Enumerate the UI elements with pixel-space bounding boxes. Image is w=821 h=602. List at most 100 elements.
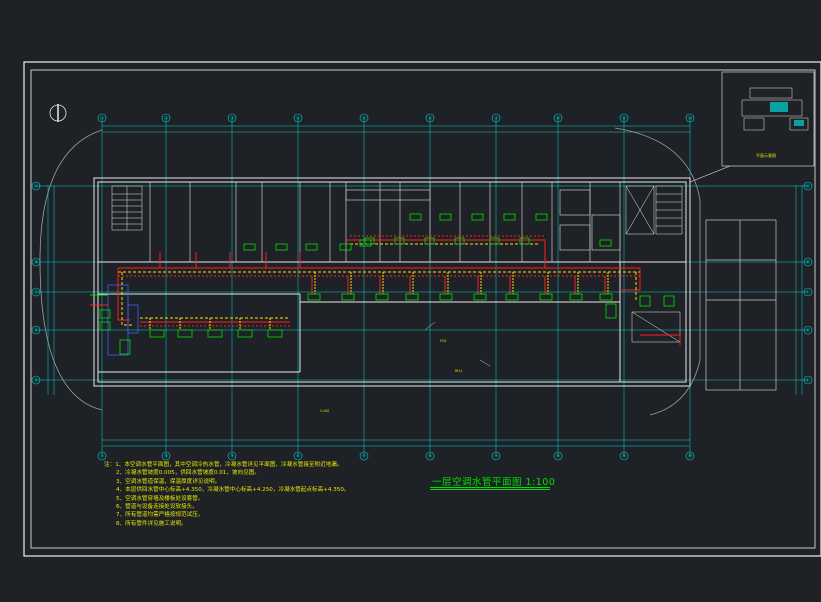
fan-coil-unit-icon — [275, 243, 288, 251]
fan-coil-unit-icon — [539, 293, 553, 301]
fan-coil-unit-icon — [99, 309, 111, 319]
fan-coil-unit-icon — [599, 293, 613, 301]
axis-bubble: ③ — [227, 113, 237, 123]
axis-bubble: ⑥ — [425, 113, 435, 123]
axis-bubble: Ⓔ — [31, 375, 41, 385]
fan-coil-unit-icon — [375, 293, 389, 301]
svg-text:RH-1: RH-1 — [455, 369, 463, 373]
room-box — [559, 189, 591, 216]
fan-coil-unit-icon — [424, 237, 435, 245]
note-line: 7、所有管道均需严格按规范试压。 — [116, 512, 204, 519]
fan-coil-unit-icon — [405, 293, 419, 301]
fan-coil-unit-icon — [149, 329, 165, 338]
axis-bubble: ④ — [293, 113, 303, 123]
fan-coil-unit-icon — [267, 329, 283, 338]
axis-bubble: ⑨ — [619, 113, 629, 123]
svg-text:⑦: ⑦ — [494, 116, 498, 122]
title-underline — [430, 487, 550, 488]
fan-coil-unit-icon — [605, 303, 617, 319]
stair-left — [111, 185, 143, 231]
room-box — [591, 214, 621, 251]
axis-bubble: ⑨ — [619, 451, 629, 461]
fan-coil-unit-icon — [454, 237, 465, 245]
axis-bubble: Ⓒ — [803, 287, 813, 297]
pipe-run — [117, 268, 130, 321]
curved-wall-left — [39, 129, 103, 411]
axis-bubble: ⑦ — [491, 113, 501, 123]
pipe-run — [121, 272, 134, 326]
fan-coil-unit-icon — [471, 213, 484, 221]
equipment-tags: FCU RH-1 1:100 — [320, 339, 463, 413]
fan-coil-unit-icon — [339, 243, 352, 251]
axis-bubble: Ⓓ — [803, 325, 813, 335]
fan-coil-unit-icon — [569, 293, 583, 301]
axis-bubble: ⑩ — [685, 451, 695, 461]
axis-bubble: ② — [161, 451, 171, 461]
svg-text:Ⓓ: Ⓓ — [806, 327, 811, 334]
axis-bubble: ④ — [293, 451, 303, 461]
axis-bubble: Ⓑ — [803, 257, 813, 267]
building-walls — [93, 177, 691, 387]
svg-text:①: ① — [100, 454, 104, 460]
note-line: 2、冷凝水管坡度0.005，供回水管坡度0.01，坡向见图。 — [116, 470, 260, 477]
fan-coil-unit-icon — [364, 237, 375, 245]
axis-bubble: ⑥ — [425, 451, 435, 461]
fan-coil-unit-icon — [639, 295, 651, 307]
svg-text:Ⓒ: Ⓒ — [34, 289, 39, 296]
room-box — [345, 189, 431, 201]
annex-building — [705, 219, 777, 391]
room-box — [559, 224, 591, 251]
svg-text:⑩: ⑩ — [688, 454, 692, 460]
axis-bubble: Ⓐ — [803, 181, 813, 191]
pipe-run — [640, 334, 681, 345]
fan-coil-unit-icon — [207, 329, 223, 338]
general-notes: 注：1、本空调水管平面图，其中空调冷热水管，冷凝水管详见平面图，冷凝水管接至附近… — [104, 461, 349, 528]
fan-coil-unit-icon — [663, 295, 675, 307]
svg-text:④: ④ — [296, 454, 300, 460]
fan-coil-unit-icon — [243, 243, 256, 251]
svg-text:⑩: ⑩ — [688, 116, 692, 122]
axis-bubble: Ⓑ — [31, 257, 41, 267]
hvac-pipes — [90, 235, 681, 345]
axis-bubble: ② — [161, 113, 171, 123]
axis-bubble: ① — [97, 113, 107, 123]
title-underline-2 — [430, 489, 550, 490]
fan-coil-units — [99, 213, 675, 355]
axis-bubble: ⑩ — [685, 113, 695, 123]
drawing-title: 一层空调水管平面图 1:100 — [432, 477, 556, 488]
svg-text:⑤: ⑤ — [362, 454, 366, 460]
svg-text:②: ② — [164, 116, 168, 122]
fan-coil-unit-icon — [505, 293, 519, 301]
fan-coil-unit-icon — [519, 237, 530, 245]
svg-text:FCU: FCU — [440, 339, 447, 343]
svg-text:1:100: 1:100 — [320, 409, 329, 413]
svg-text:⑨: ⑨ — [622, 116, 626, 122]
pipe-run — [620, 268, 641, 291]
svg-text:①: ① — [100, 116, 104, 122]
fan-coil-unit-icon — [394, 237, 405, 245]
fan-coil-unit-icon — [535, 213, 548, 221]
svg-text:③: ③ — [230, 454, 234, 460]
corridor-markers — [424, 321, 491, 367]
axis-bubble: ⑤ — [359, 113, 369, 123]
fan-coil-unit-icon — [439, 293, 453, 301]
pipe-run — [345, 239, 546, 268]
note-line: 3、空调水管道保温，保温厚度详见说明。 — [116, 478, 221, 485]
axis-bubble: Ⓒ — [31, 287, 41, 297]
svg-text:③: ③ — [230, 116, 234, 122]
axis-grid — [36, 118, 808, 456]
axis-bubble: Ⓐ — [31, 181, 41, 191]
svg-text:⑤: ⑤ — [362, 116, 366, 122]
axis-bubble: ⑤ — [359, 451, 369, 461]
north-arrow-icon — [49, 104, 67, 122]
svg-text:④: ④ — [296, 116, 300, 122]
svg-text:⑥: ⑥ — [428, 116, 432, 122]
svg-text:Ⓔ: Ⓔ — [34, 377, 39, 384]
fan-coil-unit-icon — [439, 213, 452, 221]
fan-coil-unit-icon — [489, 237, 500, 245]
fan-coil-unit-icon — [177, 329, 193, 338]
svg-text:Ⓐ: Ⓐ — [806, 183, 811, 190]
fan-coil-unit-icon — [359, 239, 372, 247]
